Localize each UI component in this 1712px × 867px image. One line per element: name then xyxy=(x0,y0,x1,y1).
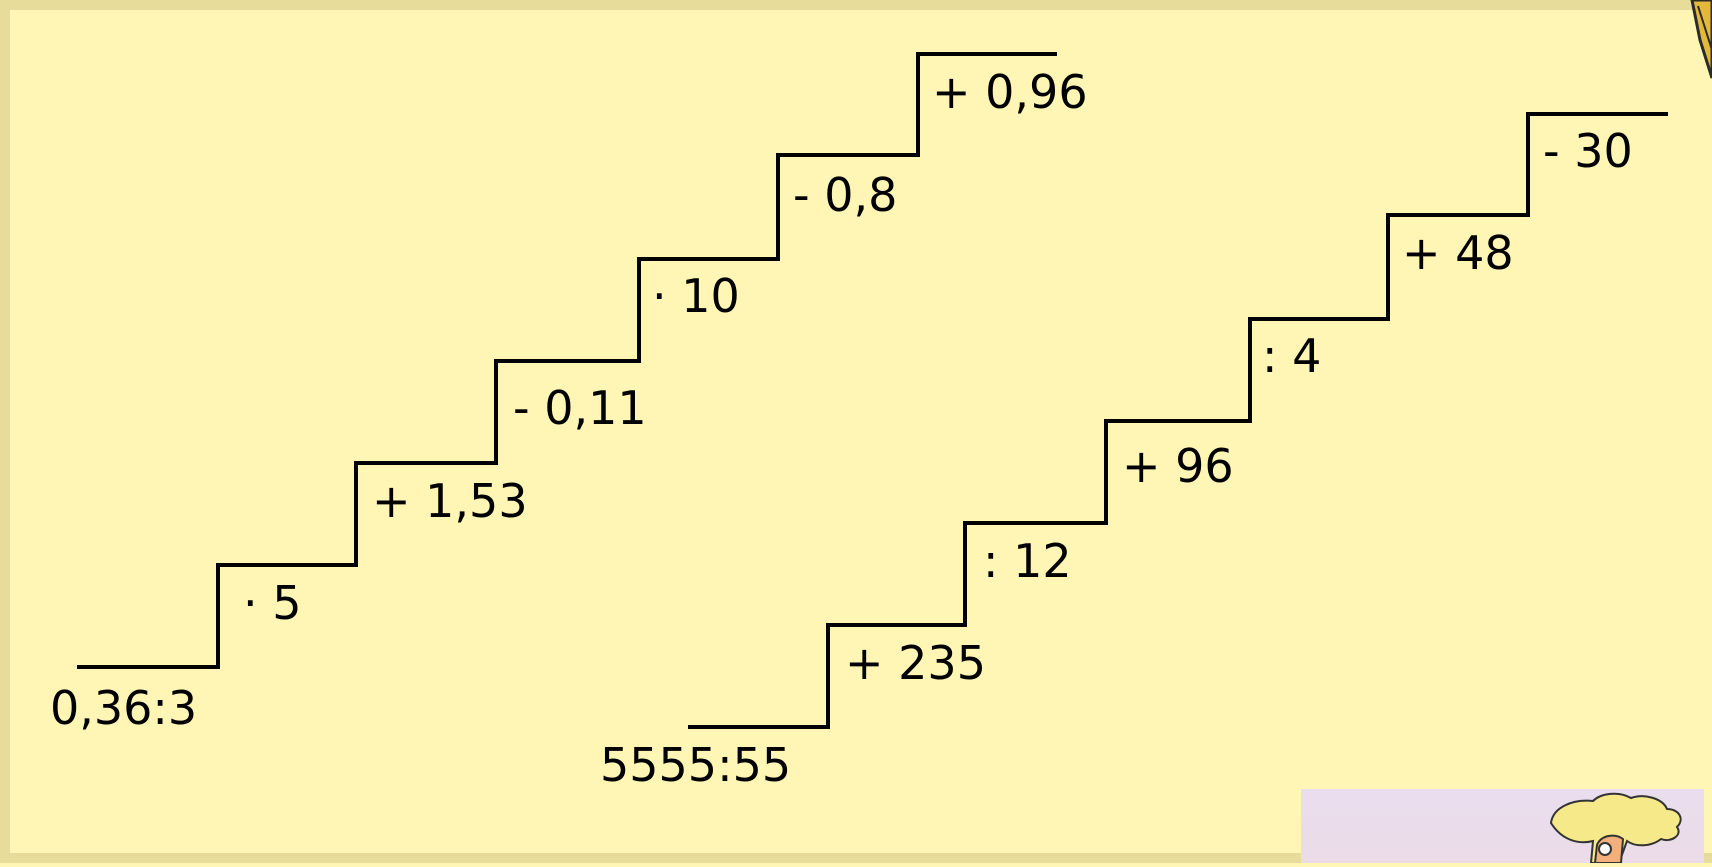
staircase-right-line xyxy=(688,112,1668,729)
staircase-left-step-5: - 0,8 xyxy=(793,168,898,222)
staircase-left-step-1: · 5 xyxy=(243,576,302,630)
pencil-icon xyxy=(1690,0,1712,79)
staircase-left-step-2: + 1,53 xyxy=(372,474,528,528)
staircase-right-step-6: - 30 xyxy=(1543,124,1633,178)
staircase-right-step-5: + 48 xyxy=(1402,226,1514,280)
staircase-right-step-3: + 96 xyxy=(1122,439,1234,493)
staircase-right-step-4: : 4 xyxy=(1262,329,1322,383)
staircase-left-line xyxy=(77,52,1057,669)
staircase-right-step-2: : 12 xyxy=(983,534,1072,588)
staircase-left-step-6: + 0,96 xyxy=(932,65,1088,119)
staircase-right-start: 5555:55 xyxy=(600,738,792,792)
staircase-right-step-1: + 235 xyxy=(845,636,986,690)
staircase-left-step-3: - 0,11 xyxy=(513,381,647,435)
cartoon-character-icon xyxy=(1301,789,1704,864)
staircase-left-start: 0,36:3 xyxy=(50,681,198,735)
staircase-left-step-4: · 10 xyxy=(652,269,740,323)
